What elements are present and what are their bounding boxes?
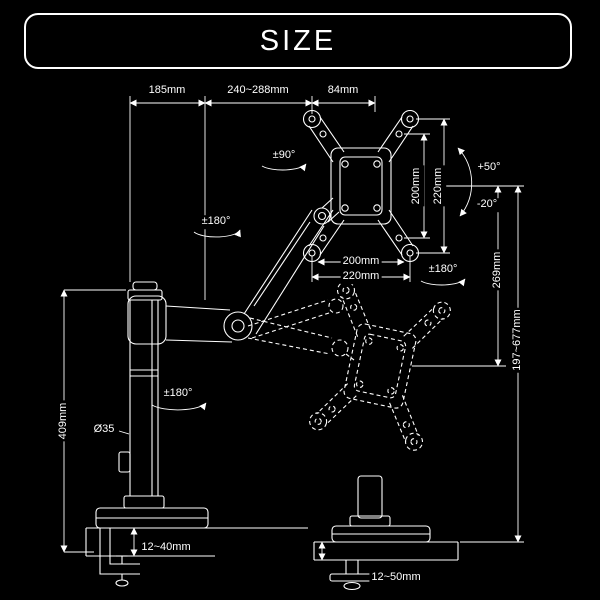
pole-diameter-leader [118, 430, 130, 435]
dim-label-240-288: 240~288mm [225, 84, 291, 98]
dim-label-185: 185mm [146, 84, 188, 98]
vesa-plate-solid [304, 111, 419, 262]
gas-spring-arm [127, 197, 340, 345]
top-dimension-lines [129, 96, 376, 300]
page-title: SIZE [259, 24, 337, 57]
dim-label-vesa-height-220: 220mm [432, 165, 446, 207]
head-rotation-arc [261, 163, 307, 172]
grommet-base [313, 475, 459, 591]
angle-label-head-rotation: ±90° [270, 149, 298, 163]
dim-label-grommet-thickness: 12~50mm [369, 571, 423, 585]
rotation-arcs [151, 163, 466, 411]
dim-label-84: 84mm [325, 84, 361, 98]
dim-label-pole-diameter: Ø35 [91, 423, 117, 437]
head-swivel-arc [420, 278, 466, 287]
dim-label-vesa-width-220: 220mm [340, 270, 382, 284]
angle-label-tilt-down: -20° [474, 198, 500, 212]
dim-label-clamp-thickness: 12~40mm [139, 541, 193, 555]
pole-swivel-arc [151, 402, 207, 411]
dim-label-vesa-width-200: 200mm [340, 255, 382, 269]
dim-label-409: 409mm [57, 400, 71, 442]
gas-spring-arm-dashed [247, 298, 355, 361]
dim-label-height-range: 197~677mm [511, 307, 525, 373]
pole [118, 281, 165, 509]
tilt-arc [457, 147, 473, 217]
title-box: SIZE [24, 13, 572, 69]
angle-label-arm-swivel: ±180° [199, 215, 233, 229]
angle-label-head-swivel: ±180° [426, 263, 460, 277]
angle-label-tilt-up: +50° [475, 161, 503, 175]
angle-label-pole-swivel: ±180° [161, 387, 195, 401]
dim-label-vesa-height-200: 200mm [410, 165, 424, 207]
dim-label-269: 269mm [491, 249, 505, 291]
desk-clamp-base [85, 507, 308, 587]
arm-swivel-arc [193, 229, 241, 238]
